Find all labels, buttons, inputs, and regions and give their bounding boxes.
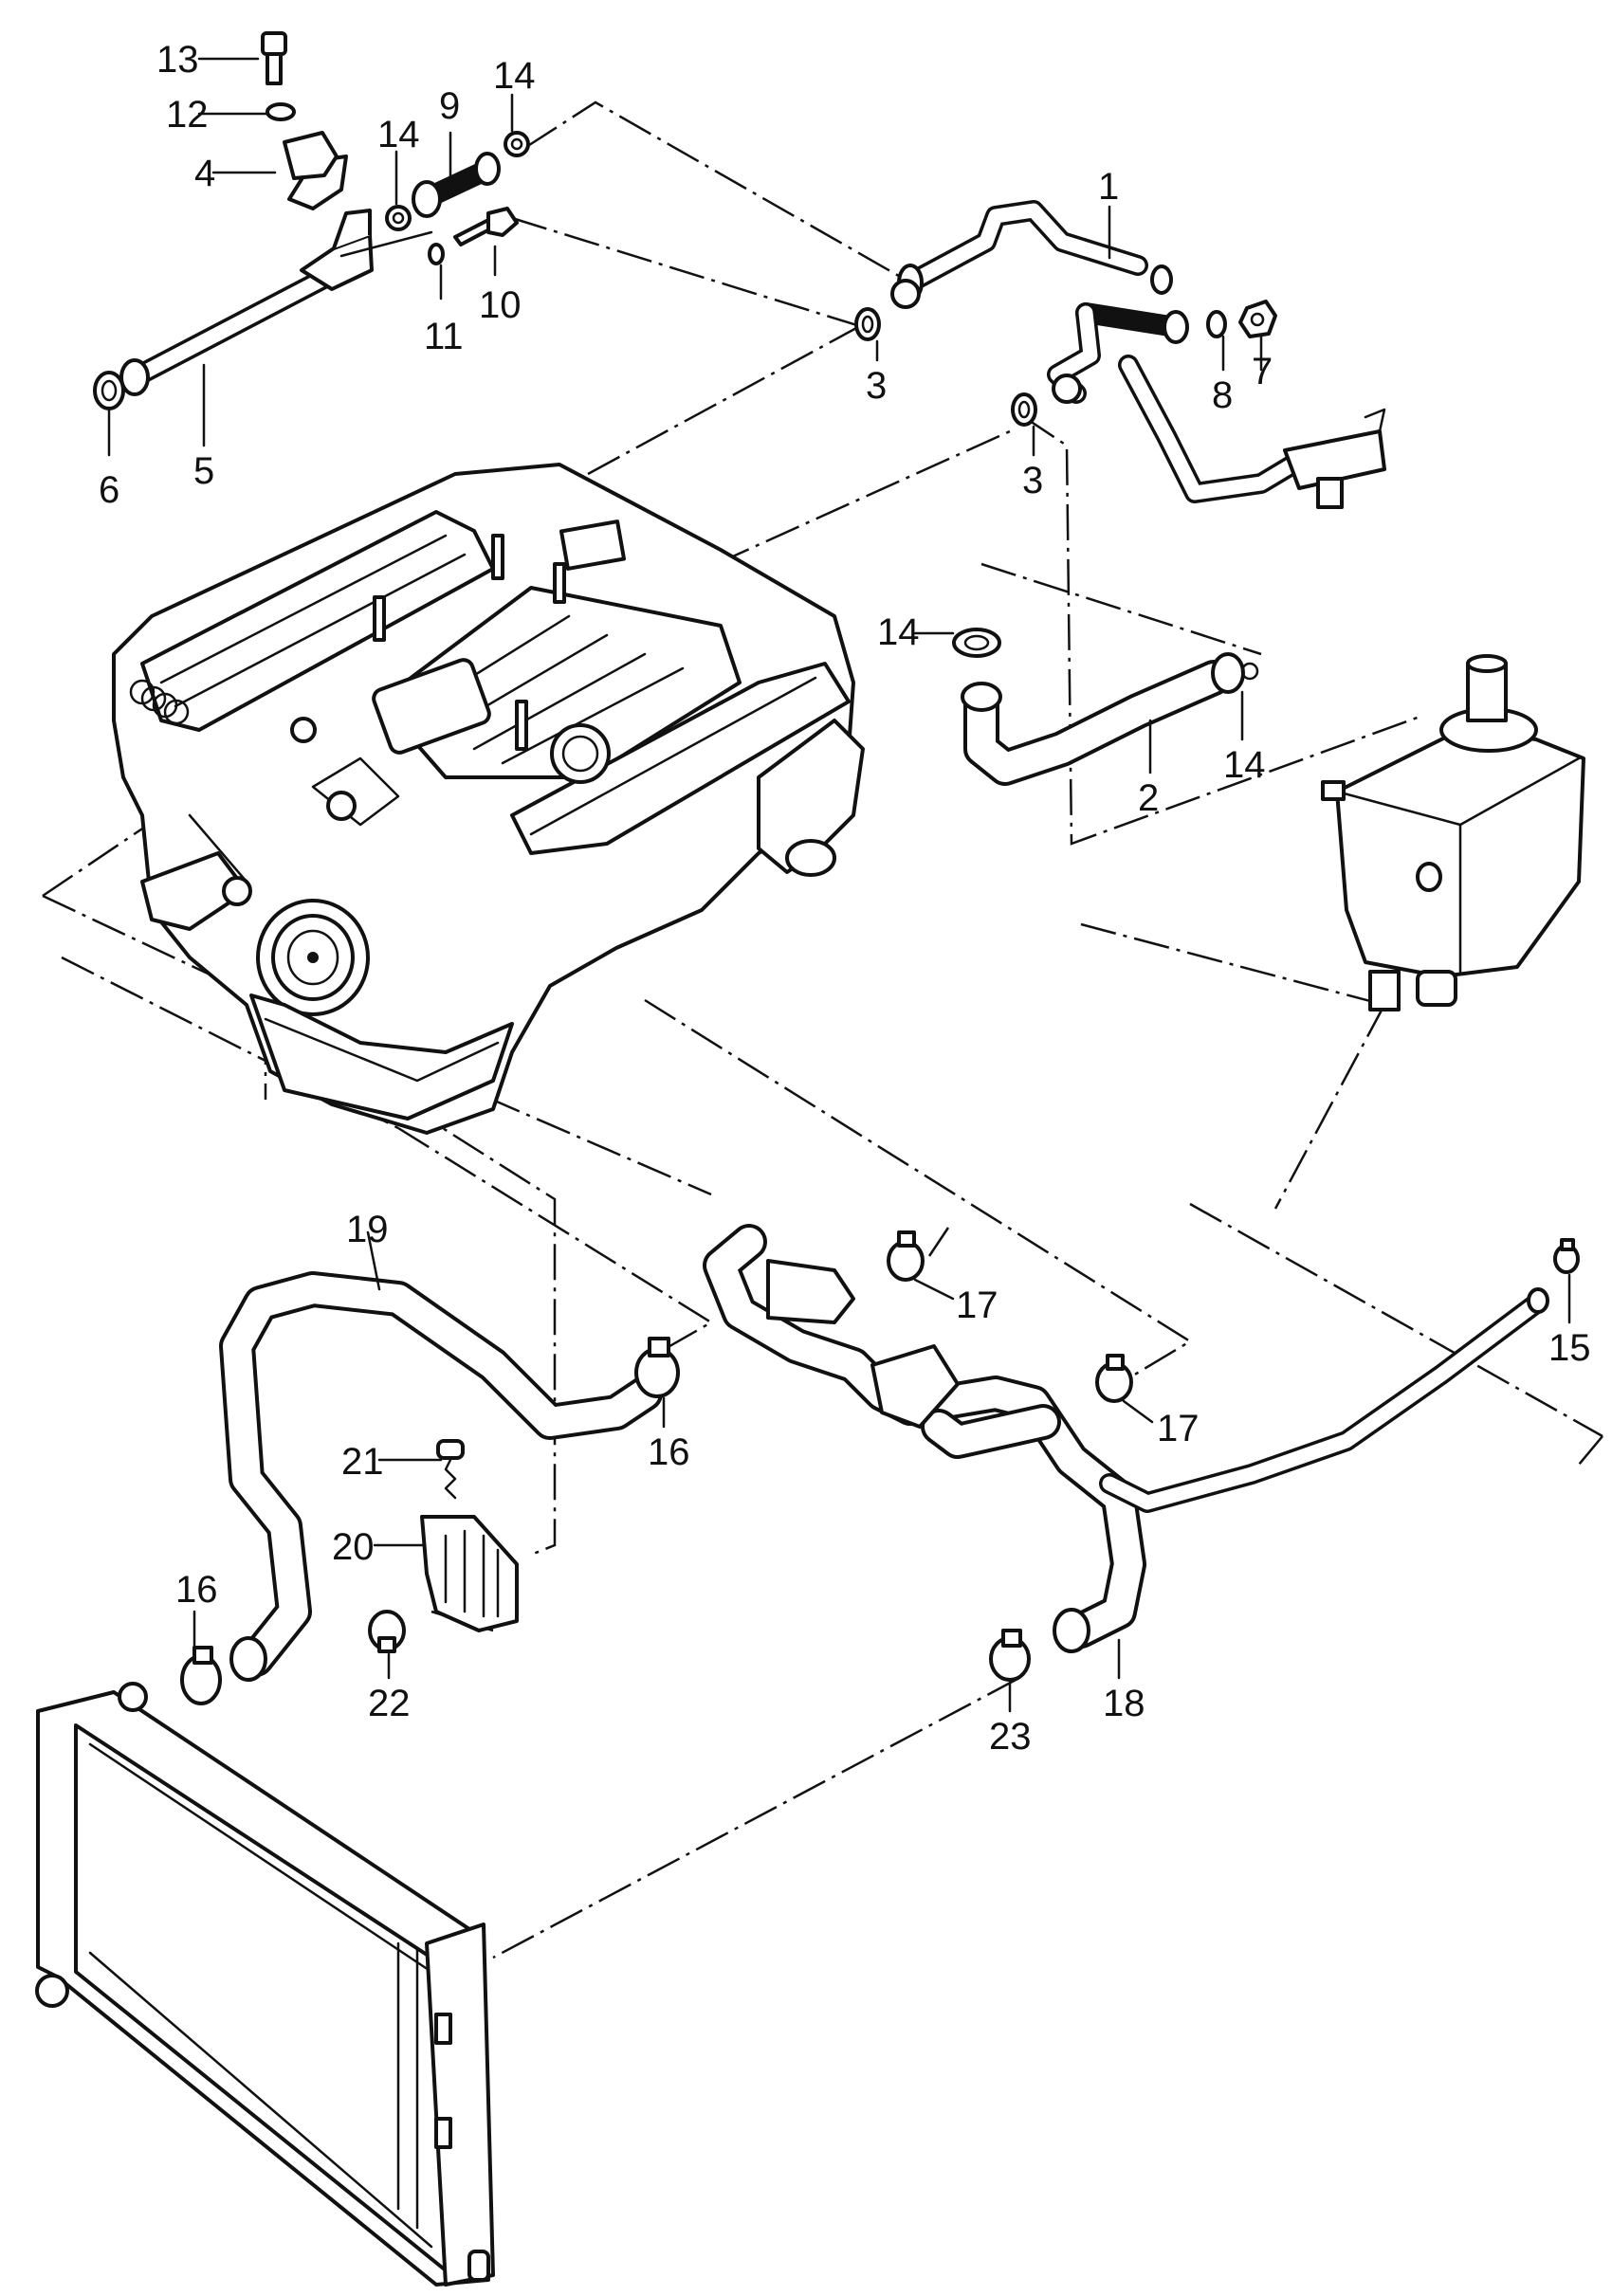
callout-15: 15 [1548,1327,1591,1369]
callout-5: 5 [193,450,214,492]
radiator [35,1682,495,2287]
callout-16-upper: 16 [648,1431,690,1473]
leader-lines [107,57,1571,1713]
callout-14-hose-left: 14 [877,611,920,653]
callout-14-top-center: 14 [493,55,536,97]
callout-16-lower: 16 [175,1569,218,1611]
bracket-assembly [93,31,530,410]
callout-7: 7 [1252,351,1273,392]
callout-13: 13 [156,39,199,81]
brand-logo-icon [129,679,190,725]
callout-labels: 13 12 4 14 9 14 10 11 5 6 1 3 3 8 7 14 2… [99,39,1591,1758]
callout-8: 8 [1212,374,1233,416]
thermostat-housing [368,1439,519,1653]
callout-22: 22 [368,1683,411,1724]
callout-12: 12 [166,94,209,136]
hose-clamp-23-icon [989,1629,1031,1682]
callout-14-hose-right: 14 [1223,744,1266,786]
hose-clamp-16-upper-icon [634,1337,680,1398]
crank-pulley-icon [256,899,370,1016]
callout-14-top-left: 14 [377,114,420,155]
hose-19 [180,1271,680,1705]
callout-4: 4 [194,153,215,194]
callout-20: 20 [332,1526,375,1568]
callout-17-lower: 17 [1157,1408,1200,1449]
engine-block [112,463,865,1135]
callout-2: 2 [1138,777,1159,819]
hose-clamp-17-lower-icon [1095,1354,1133,1403]
callout-17-upper: 17 [956,1285,998,1326]
callout-9: 9 [439,85,460,127]
callout-6: 6 [99,469,119,511]
coolant-pipe-assembly [854,200,1386,509]
callout-19: 19 [346,1209,389,1250]
callout-18: 18 [1103,1683,1145,1724]
hose-clamp-17-upper-icon [887,1230,925,1282]
hose-18-assembly [703,1224,1580,1682]
hose-clamp-15-icon [1553,1238,1580,1274]
callout-21: 21 [341,1441,384,1483]
callout-11: 11 [424,316,464,357]
callout-3-upper: 3 [866,365,887,407]
callout-10: 10 [479,284,522,326]
callout-3-lower: 3 [1022,460,1043,501]
coolant-expansion-tank [1321,654,1585,1011]
callout-23: 23 [989,1716,1032,1758]
hose-clamp-16-lower-icon [180,1646,222,1705]
hose-2 [952,628,1259,786]
callout-1: 1 [1098,166,1119,208]
